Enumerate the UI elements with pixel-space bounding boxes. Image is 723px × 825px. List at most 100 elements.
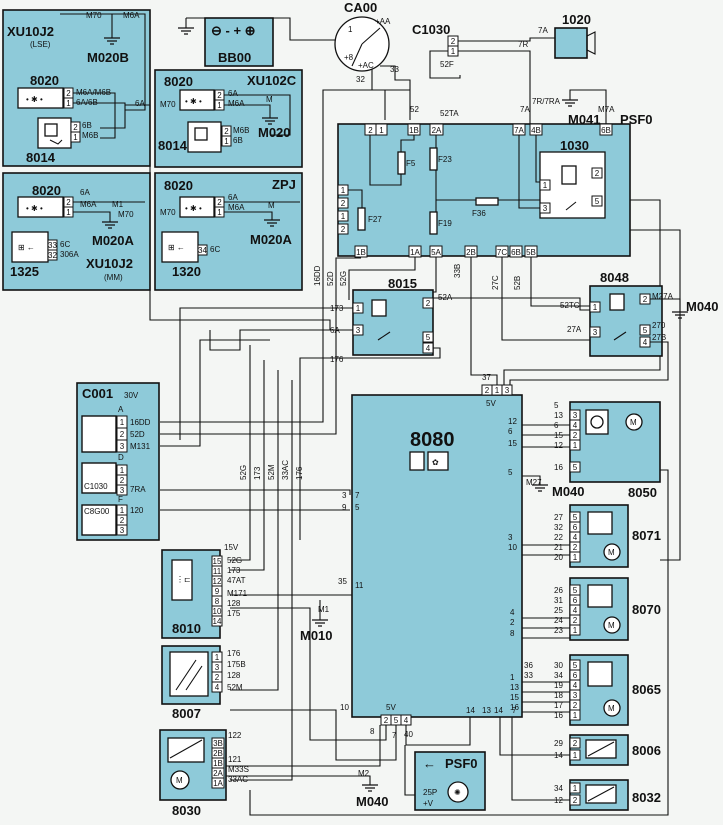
svg-text:1: 1 (573, 751, 578, 760)
label-8014-b: 8014 (158, 138, 188, 153)
svg-text:2: 2 (215, 673, 220, 682)
svg-text:8: 8 (370, 727, 375, 736)
ground-icon (178, 27, 194, 35)
svg-text:M70: M70 (118, 210, 134, 219)
svg-text:23: 23 (554, 626, 563, 635)
wire-27b: 27B (652, 333, 666, 342)
svg-text:+8: +8 (344, 53, 354, 62)
label-8032: 8032 (632, 790, 661, 805)
svg-text:34: 34 (198, 246, 207, 255)
wire-7r-7ra: 7R/7RA (532, 97, 561, 106)
svg-text:10: 10 (508, 543, 517, 552)
ground-icon (264, 219, 280, 227)
svg-text:7: 7 (512, 706, 517, 715)
relay-switch-icon (613, 331, 627, 341)
svg-text:1: 1 (215, 653, 220, 662)
svg-text:4: 4 (404, 716, 409, 725)
svg-text:16: 16 (510, 703, 519, 712)
svg-text:128: 128 (227, 671, 241, 680)
label-1020: 1020 (562, 12, 591, 27)
ground-icon (104, 37, 120, 45)
svg-text:6C: 6C (210, 245, 220, 254)
label-5v-bot: 5V (386, 703, 396, 712)
wire-175b: 175B (227, 660, 246, 669)
ignition-ca00: CA00 +AA +8 +AC 1 32 33 (334, 0, 411, 120)
svg-text:1B: 1B (356, 248, 366, 257)
svg-text:21: 21 (554, 543, 563, 552)
label-m020a-c: M020A (250, 232, 293, 247)
svg-text:36: 36 (524, 661, 533, 670)
label-c1030: C1030 (412, 22, 450, 37)
svg-text:5: 5 (426, 333, 431, 342)
wire-52m: 52M (227, 683, 243, 692)
svg-text:11: 11 (355, 581, 364, 590)
label-c001-f: F (118, 495, 123, 504)
svg-text:52D: 52D (130, 430, 145, 439)
arrow-left-icon: ← (423, 756, 436, 771)
label-psf0-bottom: PSF0 (445, 756, 478, 771)
svg-text:M6B: M6B (233, 126, 249, 135)
svg-text:7C: 7C (497, 248, 507, 257)
label-m010: M010 (300, 628, 333, 643)
svg-text:+AA: +AA (375, 17, 391, 26)
svg-text:1: 1 (573, 711, 578, 720)
svg-text:6B: 6B (511, 248, 521, 257)
svg-text:6B: 6B (601, 126, 611, 135)
module-xu102c: 8020 XU102C • ✱ • 2 1 M70 6A M6A M M020 … (154, 69, 303, 168)
label-c001-30v: 30V (124, 391, 139, 400)
wire-176-v: 176 (295, 466, 304, 480)
svg-text:34: 34 (554, 784, 563, 793)
svg-text:26: 26 (554, 586, 563, 595)
svg-text:4: 4 (215, 683, 220, 692)
svg-text:13: 13 (554, 411, 563, 420)
label-xu10j2-lse: (LSE) (30, 40, 51, 49)
svg-text:5: 5 (573, 661, 578, 670)
label-1030-relay: 1030 (560, 138, 589, 153)
svg-text:7A: 7A (514, 126, 524, 135)
svg-text:2: 2 (73, 123, 78, 132)
svg-text:35: 35 (338, 577, 347, 586)
svg-text:5: 5 (554, 401, 559, 410)
label-m27: M27 (526, 478, 542, 487)
ecu-8080: 8080 ✿ 2 1 3 37 5V 3 9 7 5 35 11 10 12 6… (338, 373, 523, 726)
svg-text:⊖ - + ⊕: ⊖ - + ⊕ (211, 23, 256, 38)
svg-text:M70: M70 (160, 100, 176, 109)
svg-text:• ✱ •: • ✱ • (26, 95, 43, 104)
svg-text:5A: 5A (431, 248, 441, 257)
svg-text:2: 2 (217, 91, 222, 100)
sensor-icon (169, 739, 203, 759)
wire-m6a-top: M6A (123, 11, 140, 20)
svg-text:2: 2 (66, 198, 71, 207)
svg-text:6B: 6B (233, 136, 243, 145)
label-8015: 8015 (388, 276, 417, 291)
svg-text:2: 2 (573, 739, 578, 748)
label-m020b: M020B (87, 50, 129, 65)
svg-text:31: 31 (554, 596, 563, 605)
svg-text:1: 1 (356, 304, 361, 313)
svg-text:1: 1 (341, 212, 346, 221)
svg-text:M: M (266, 95, 273, 104)
svg-text:7: 7 (355, 491, 360, 500)
relay-switch-icon (377, 331, 391, 341)
wire-52tc: 52TC (560, 301, 580, 310)
svg-text:1: 1 (495, 386, 500, 395)
label-c001-a: A (118, 405, 124, 414)
svg-text:M1: M1 (318, 605, 330, 614)
relay-8048: 8048 1 3 2 5 4 52TC 27A M27A 270 27B M04… (509, 270, 719, 385)
svg-text:19: 19 (554, 681, 563, 690)
svg-text:2: 2 (510, 618, 515, 627)
svg-text:4B: 4B (531, 126, 541, 135)
svg-text:1: 1 (573, 626, 578, 635)
wire-7r: 7R (518, 40, 528, 49)
svg-text:5: 5 (573, 586, 578, 595)
svg-text:1: 1 (73, 133, 78, 142)
svg-text:16: 16 (554, 711, 563, 720)
fan-8050: 3 4 2 1 5 5 13 6 15 12 16 M M27 M040 805… (522, 401, 661, 500)
svg-text:176: 176 (227, 649, 241, 658)
